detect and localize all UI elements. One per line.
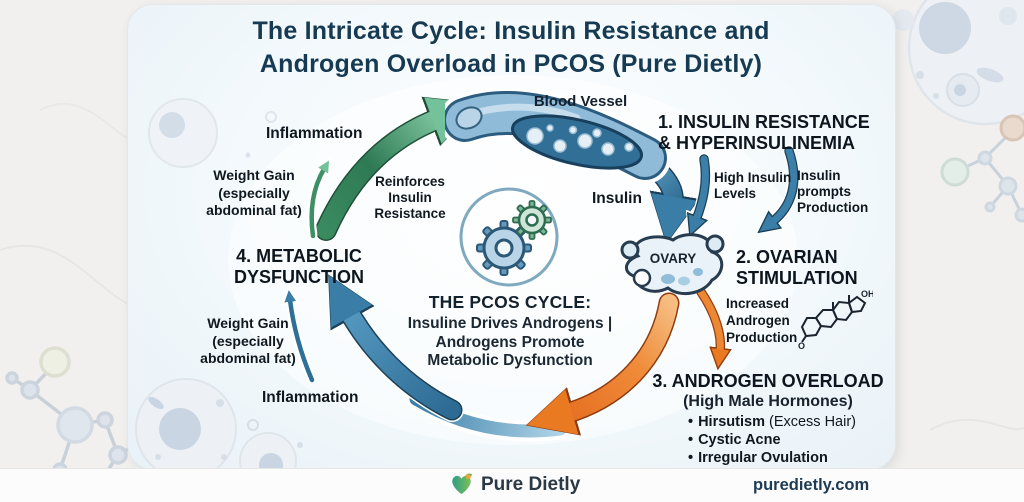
- marble-vein: [0, 244, 131, 306]
- high-insulin-levels-label: High Insulin Levels: [714, 170, 792, 202]
- cell-decoration-top-left: [148, 98, 277, 168]
- bullet-glyph: •: [688, 414, 694, 431]
- gear-icon-small: [512, 200, 552, 240]
- marble-vein: [39, 103, 128, 139]
- symptom-name: Cystic Acne: [698, 431, 781, 448]
- blood-vessel-label: Blood Vessel: [533, 93, 628, 110]
- title-line2: Androgen Overload in PCOS(Pure Dietly): [128, 48, 894, 81]
- androgen-symptoms-list: •Hirsutism (Excess Hair) •Cystic Acne •I…: [688, 414, 894, 467]
- weight-gain-top-label: Weight Gain (especially abdominal fat): [206, 167, 302, 218]
- stage1-title: 1. INSULIN RESISTANCE & HYPERINSULINEMIA: [658, 112, 870, 153]
- ovary-inner-blob: [661, 274, 675, 284]
- ovary-follicle: [632, 268, 652, 288]
- marble-vein: [929, 418, 1024, 431]
- list-item: •Hirsutism (Excess Hair): [688, 414, 894, 432]
- weight-gain-bottom-label: Weight Gain (especially abdominal fat): [200, 315, 296, 366]
- symptom-detail: (Excess Hair): [764, 414, 857, 431]
- page-title: The Intricate Cycle: Insulin Resistance …: [128, 15, 894, 81]
- inflammation-top-label: Inflammation: [266, 125, 363, 142]
- cycle-heading: THE PCOS CYCLE:: [428, 292, 592, 312]
- increased-androgen-label: Increased Androgen Production: [726, 296, 798, 345]
- reinforces-label: Reinforces Insulin Resistance: [374, 174, 446, 222]
- list-item: •Irregular Ovulation: [688, 450, 894, 468]
- footer-bar: Pure Dietly puredietly.com: [0, 468, 1024, 502]
- ovary-illustration: OVARY: [620, 233, 725, 296]
- stage3-title: 3. ANDROGEN OVERLOAD: [652, 371, 884, 391]
- website-link[interactable]: puredietly.com: [753, 476, 870, 494]
- brand-name: Pure Dietly: [481, 473, 581, 495]
- inflammation-bottom-label: Inflammation: [262, 389, 359, 406]
- ovary-loop-right: [705, 234, 725, 254]
- brand-block: Pure Dietly: [449, 472, 580, 497]
- stage2-title: 2. OVARIAN STIMULATION: [736, 247, 858, 288]
- list-item: •Cystic Acne: [688, 432, 894, 450]
- molecule-o-label: O: [798, 341, 805, 350]
- cycle-description: Insuline Drives Androgens | Androgens Pr…: [407, 315, 613, 370]
- symptom-name: Hirsutism: [698, 414, 765, 431]
- stage3-section: 3. ANDROGEN OVERLOAD (High Male Hormones…: [642, 371, 894, 467]
- title-line2-bold: Androgen Overload in PCOS: [259, 50, 606, 78]
- ovary-inner-blob: [678, 276, 690, 286]
- title-line1: The Intricate Cycle: Insulin Resistance …: [252, 17, 770, 45]
- molecule-oh-label: OH: [861, 290, 873, 299]
- symptom-name: Irregular Ovulation: [698, 449, 828, 466]
- cell-decoration-bottom-left: [135, 378, 303, 469]
- cycle-center-caption: THE PCOS CYCLE: Insuline Drives Androgen…: [404, 292, 616, 371]
- ovary-inner-blob: [693, 268, 703, 276]
- brand-leaf-heart-icon: [452, 473, 473, 495]
- cell-decoration-top-right: [892, 0, 1024, 126]
- molecule-decoration-right: [940, 114, 1024, 223]
- stage3-subtitle: (High Male Hormones): [683, 393, 853, 410]
- gear-icon: [476, 220, 532, 276]
- stage4-title: 4. METABOLIC DYSFUNCTION: [234, 246, 364, 287]
- androgen-molecule-icon: O OH: [798, 290, 873, 350]
- bullet-glyph: •: [688, 449, 694, 466]
- bullet-glyph: •: [688, 431, 694, 448]
- insulin-prompts-label: Insulin prompts Production: [797, 168, 869, 216]
- title-brand-suffix: (Pure Dietly): [612, 50, 763, 78]
- insulin-label: Insulin: [592, 190, 642, 207]
- ovary-loop-left: [620, 240, 640, 260]
- ovary-label: OVARY: [650, 251, 697, 266]
- pcos-cycle-gears: [459, 187, 559, 287]
